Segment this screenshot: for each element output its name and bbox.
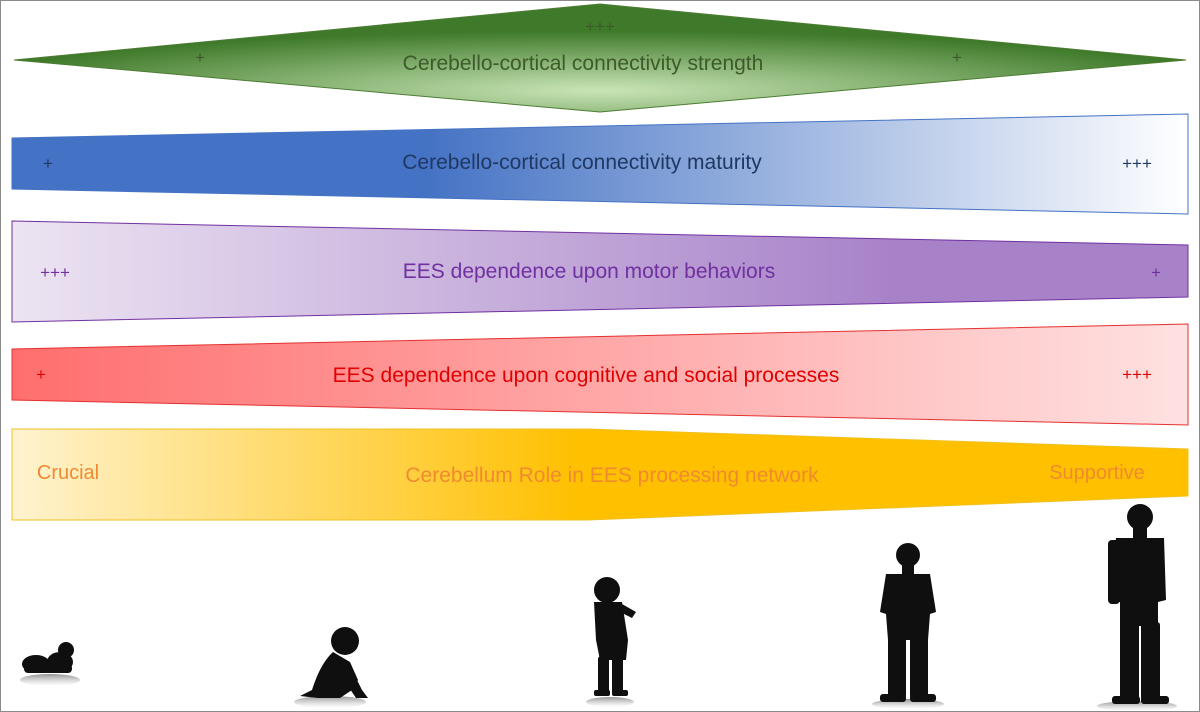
motor-title: EES dependence upon motor behaviors bbox=[403, 260, 775, 283]
maturity-title: Cerebello-cortical connectivity maturity bbox=[402, 151, 762, 174]
cognitive-mark-left: + bbox=[36, 365, 46, 384]
silhouette-row bbox=[20, 504, 1177, 711]
band-cerebellum-role: Cerebellum Role in EES processing networ… bbox=[11, 428, 1189, 521]
adolescent-silhouette bbox=[872, 543, 944, 709]
adult-silhouette bbox=[1097, 504, 1177, 711]
strength-mark-right: + bbox=[952, 48, 962, 67]
toddler-silhouette bbox=[586, 577, 636, 707]
role-mark-left: Crucial bbox=[37, 462, 99, 484]
motor-mark-right: + bbox=[1151, 263, 1161, 282]
band-connectivity-maturity: Cerebello-cortical connectivity maturity… bbox=[11, 113, 1189, 215]
cognitive-title: EES dependence upon cognitive and social… bbox=[333, 364, 840, 387]
maturity-mark-right: +++ bbox=[1122, 154, 1152, 173]
strength-mark-left: + bbox=[195, 48, 205, 67]
band-motor-behaviors: EES dependence upon motor behaviors +++ … bbox=[11, 220, 1189, 323]
strength-diamond-shape bbox=[13, 3, 1187, 113]
infant-silhouette bbox=[294, 627, 368, 708]
band-cognitive-social: EES dependence upon cognitive and social… bbox=[11, 323, 1189, 426]
maturity-mark-left: + bbox=[43, 154, 53, 173]
motor-mark-left: +++ bbox=[40, 263, 70, 282]
strength-mark-center: +++ bbox=[585, 17, 615, 36]
motor-band-shape bbox=[11, 220, 1189, 323]
cognitive-band-shape bbox=[11, 323, 1189, 426]
role-band-shape bbox=[11, 428, 1189, 521]
newborn-silhouette bbox=[20, 642, 80, 686]
strength-title: Cerebello-cortical connectivity strength bbox=[403, 52, 764, 75]
role-title: Cerebellum Role in EES processing networ… bbox=[405, 464, 819, 487]
band-connectivity-strength: Cerebello-cortical connectivity strength… bbox=[13, 3, 1187, 113]
maturity-band-shape bbox=[11, 113, 1189, 215]
cognitive-mark-right: +++ bbox=[1122, 365, 1152, 384]
role-mark-right: Supportive bbox=[1049, 462, 1145, 484]
